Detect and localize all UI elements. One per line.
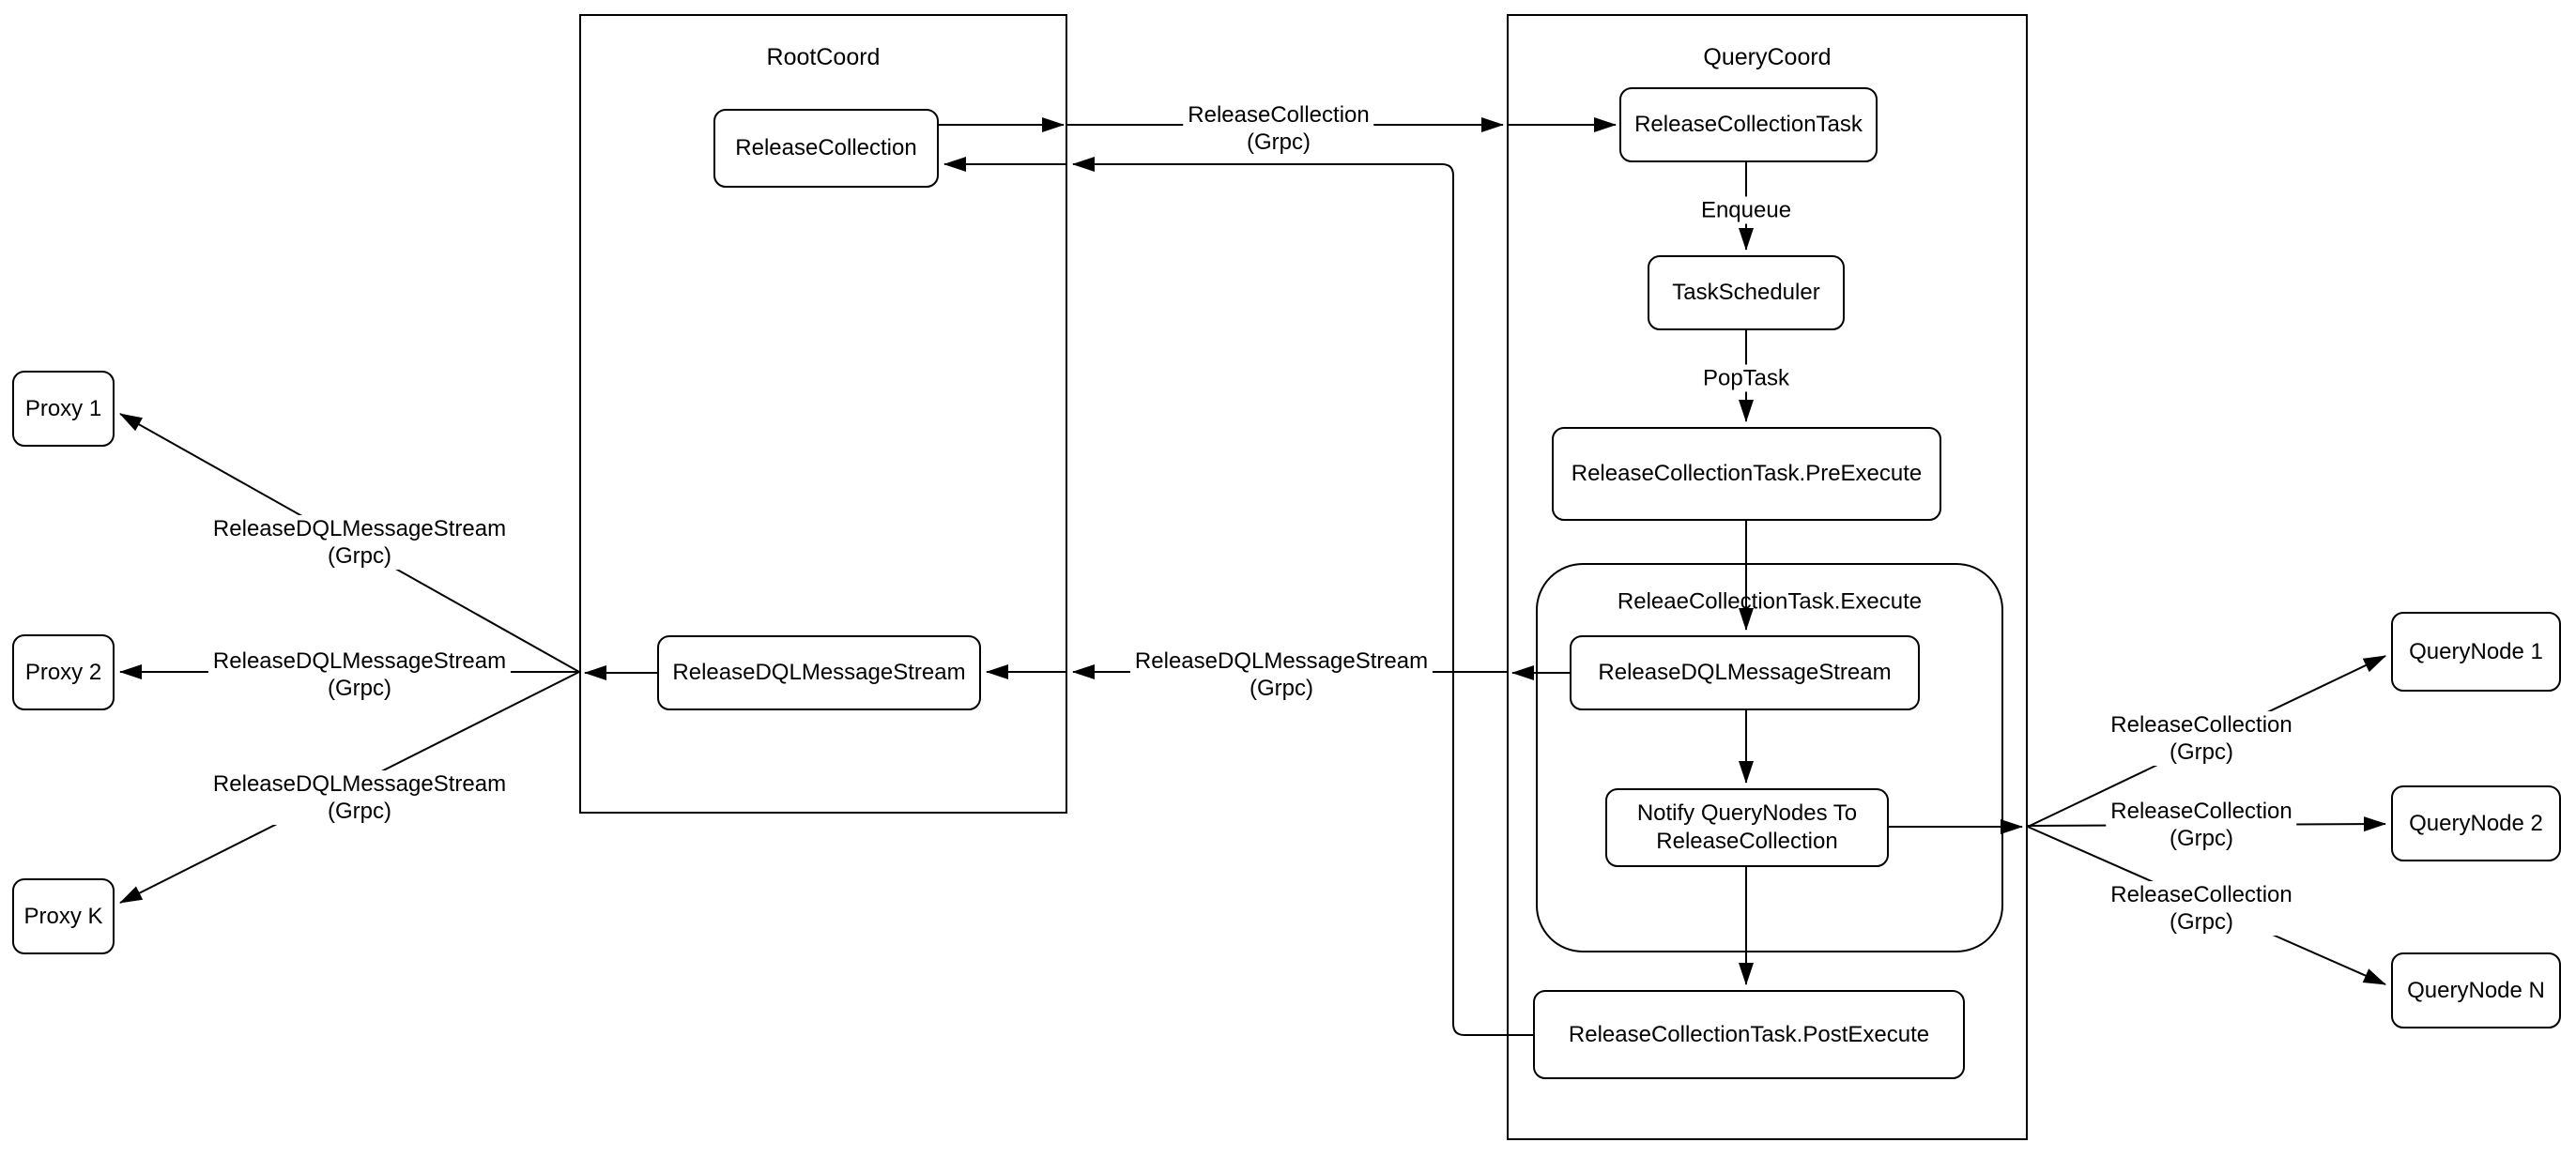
node-root-releasedqlmessagestream: ReleaseDQLMessageStream [657,635,981,710]
execute-group-container [1536,563,2003,952]
edge-label-stream-proxy2: ReleaseDQLMessageStream (Grpc) [207,647,512,702]
node-querynode-1-label: QueryNode 1 [2409,638,2543,664]
node-taskscheduler: TaskScheduler [1648,255,1845,330]
node-proxy-k-label: Proxy K [23,903,103,929]
node-postexecute: ReleaseCollectionTask.PostExecute [1533,990,1965,1079]
edge-return-feedback [1072,157,1533,1036]
edge-label-poptask: PopTask [1697,364,1795,392]
node-release-collection-label: ReleaseCollection [735,135,917,160]
node-querynode-2-label: QueryNode 2 [2409,810,2543,836]
edge-label-enqueue: Enqueue [1695,196,1797,224]
node-root-releasedqlmessagestream-label: ReleaseDQLMessageStream [672,660,966,685]
node-proxy-2-label: Proxy 2 [24,659,102,685]
edge-label-collection-querynode1: ReleaseCollection (Grpc) [2106,711,2297,766]
node-querynode-1: QueryNode 1 [2391,612,2561,692]
node-querynode-2: QueryNode 2 [2391,785,2561,861]
node-postexecute-label: ReleaseCollectionTask.PostExecute [1568,1021,1930,1047]
edge-label-collection-querynode2: ReleaseCollection (Grpc) [2106,798,2297,852]
node-notify-querynodes-line1: Notify QueryNodes To [1636,800,1858,826]
node-proxy-2: Proxy 2 [12,634,115,710]
edge-label-stream-proxyk: ReleaseDQLMessageStream (Grpc) [207,770,512,825]
node-proxy-1-label: Proxy 1 [24,395,102,421]
edge-label-stream-gap: ReleaseDQLMessageStream (Grpc) [1129,647,1434,702]
node-notify-querynodes-line2: ReleaseCollection [1656,829,1838,854]
node-exec-releasedqlmessagestream: ReleaseDQLMessageStream [1570,635,1920,710]
node-release-collection: ReleaseCollection [713,109,939,188]
edge-label-collection-querynoden: ReleaseCollection (Grpc) [2106,881,2297,936]
edge-label-releasecollection-grpc: ReleaseCollection (Grpc) [1183,101,1374,156]
node-querynode-n-label: QueryNode N [2407,977,2545,1003]
node-taskscheduler-label: TaskScheduler [1672,280,1820,305]
node-proxy-1: Proxy 1 [12,371,115,447]
node-releasecollectiontask: ReleaseCollectionTask [1619,87,1878,162]
execute-group-title: ReleaeCollectionTask.Execute [1617,588,1923,615]
rootcoord-title: RootCoord [766,44,881,70]
node-notify-querynodes: Notify QueryNodes To ReleaseCollection [1605,788,1889,867]
node-proxy-k: Proxy K [12,878,115,954]
node-releasecollectiontask-label: ReleaseCollectionTask [1634,112,1863,137]
edge-label-stream-proxy1: ReleaseDQLMessageStream (Grpc) [207,515,512,570]
node-querynode-n: QueryNode N [2391,952,2561,1028]
node-preexecute: ReleaseCollectionTask.PreExecute [1552,427,1941,521]
querycoord-title: QueryCoord [1703,44,1832,70]
node-exec-releasedqlmessagestream-label: ReleaseDQLMessageStream [1598,660,1892,685]
node-preexecute-label: ReleaseCollectionTask.PreExecute [1571,461,1923,486]
